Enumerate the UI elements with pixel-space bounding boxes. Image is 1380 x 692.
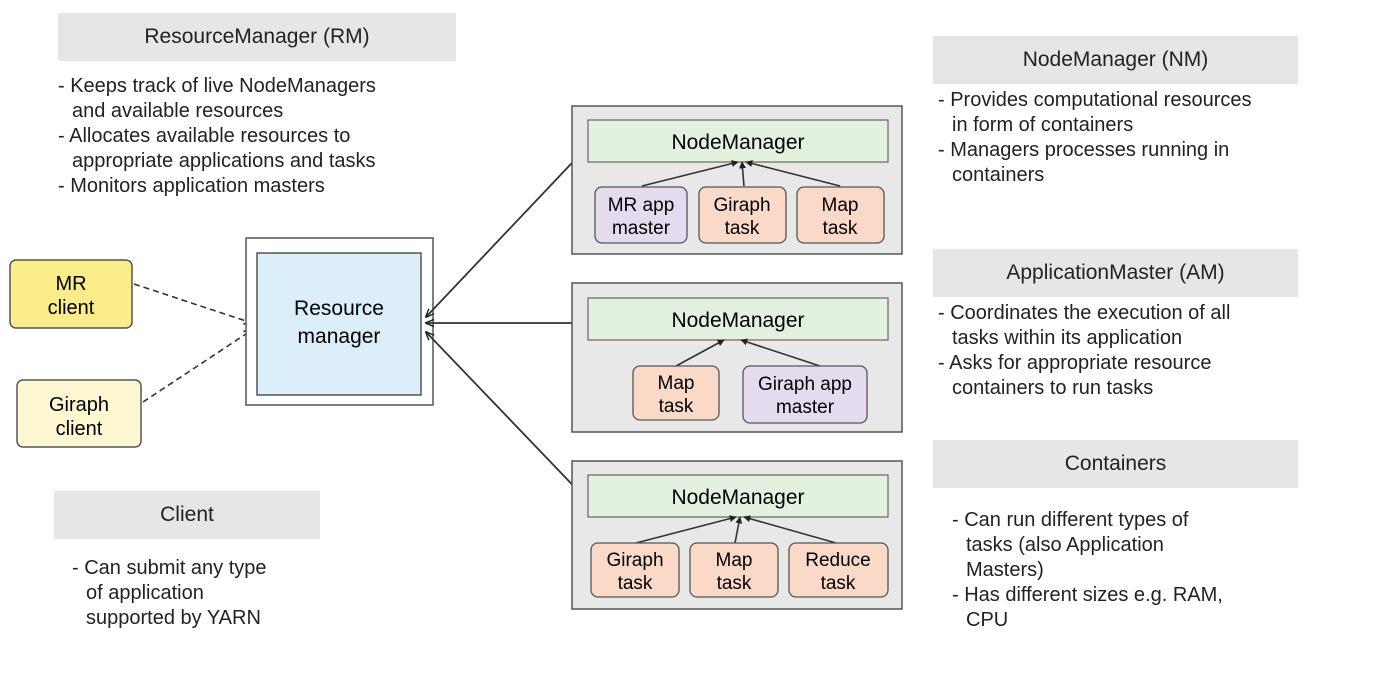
container-box (689, 542, 779, 598)
resource-manager-label-line: manager (298, 325, 381, 348)
nodemanager-label: NodeManager (671, 309, 804, 332)
node-group-3: NodeManager Giraph task Map task Reduce … (571, 460, 903, 610)
container-label-line: task (821, 573, 856, 594)
rm-line: and available resources (72, 100, 284, 122)
container-label-line: Giraph (713, 195, 770, 216)
node3-heartbeat-arrow (426, 332, 588, 501)
client-line: of application (86, 582, 204, 604)
container-label-line: task (618, 573, 653, 594)
nm-panel-description: - Provides computational resources in fo… (938, 88, 1251, 188)
nm-line: in form of containers (952, 114, 1134, 136)
container-box (788, 542, 889, 598)
client-line: supported by YARN (86, 607, 261, 629)
mr-client-label-line: client (48, 297, 95, 319)
container-label-line: MR app (608, 195, 675, 216)
rm-line: - Keeps track of live NodeManagers (58, 75, 376, 97)
rm-panel-header: ResourceManager (RM) (58, 13, 456, 61)
node-group-2: NodeManager Map task Giraph app master (571, 282, 903, 433)
containers-line: - Can run different types of (952, 509, 1189, 531)
container-label-line: task (725, 218, 760, 239)
container-label-line: Map (658, 373, 695, 394)
am-line: - Coordinates the execution of all (938, 302, 1231, 324)
container-label-line: task (717, 573, 752, 594)
container-box (698, 186, 787, 244)
container-label-line: task (823, 218, 858, 239)
nodemanager-box (587, 297, 889, 341)
giraph-client-label-line: Giraph (49, 394, 109, 416)
container-label-line: master (776, 397, 835, 418)
am-line: containers to run tasks (952, 377, 1154, 399)
nodemanager-box (587, 474, 889, 518)
container-box (796, 186, 885, 244)
nm-panel-header: NodeManager (NM) (933, 36, 1298, 84)
resource-manager-label-line: Resource (294, 297, 384, 320)
containers-panel-header: Containers (933, 440, 1298, 488)
node1-heartbeat-arrow (426, 146, 588, 317)
mr-client-submit-arrow (133, 283, 252, 323)
container-label-line: Map (822, 195, 859, 216)
am-line: - Asks for appropriate resource (938, 352, 1212, 374)
resource-manager-node: Resource manager (245, 237, 434, 406)
container-box (590, 542, 680, 598)
containers-line: tasks (also Application (966, 534, 1164, 556)
am-line: tasks within its application (952, 327, 1183, 349)
nodemanager-label: NodeManager (671, 131, 804, 154)
container-label-line: task (659, 396, 694, 417)
am-panel-description: - Coordinates the execution of all tasks… (938, 301, 1230, 401)
containers-line: - Has different sizes e.g. RAM, (952, 584, 1223, 606)
nodemanager-label: NodeManager (671, 486, 804, 509)
client-panel-description: - Can submit any type of application sup… (72, 556, 267, 631)
containers-line: Masters) (966, 559, 1044, 581)
giraph-client-node: Giraph client (16, 379, 142, 448)
rm-line: appropriate applications and tasks (72, 150, 376, 172)
giraph-client-submit-arrow (142, 330, 252, 403)
container-box (594, 186, 688, 244)
rm-line: - Monitors application masters (58, 175, 325, 197)
giraph-client-label-line: client (56, 418, 103, 440)
container-label-line: Map (716, 550, 753, 571)
nm-line: - Provides computational resources (938, 89, 1252, 111)
container-label-line: Giraph (606, 550, 663, 571)
containers-line: CPU (966, 609, 1009, 631)
am-panel-header: ApplicationMaster (AM) (933, 249, 1298, 297)
containers-panel-description: - Can run different types of tasks (also… (952, 508, 1223, 633)
container-box (742, 365, 868, 424)
node-group-1: NodeManager MR app master Giraph task Ma… (571, 105, 903, 255)
container-label-line: Giraph app (758, 374, 852, 395)
container-label-line: Reduce (805, 550, 871, 571)
client-line: - Can submit any type (72, 557, 267, 579)
client-panel-header: Client (54, 491, 320, 539)
nodemanager-box (587, 119, 889, 163)
nm-line: containers (952, 164, 1045, 186)
rm-line: - Allocates available resources to (58, 125, 351, 147)
container-label-line: master (612, 218, 671, 239)
container-box (632, 365, 720, 421)
mr-client-label-line: MR (55, 273, 86, 295)
nm-line: - Managers processes running in (938, 139, 1230, 161)
rm-panel-description: - Keeps track of live NodeManagers and a… (58, 74, 376, 199)
mr-client-node: MR client (9, 259, 133, 329)
